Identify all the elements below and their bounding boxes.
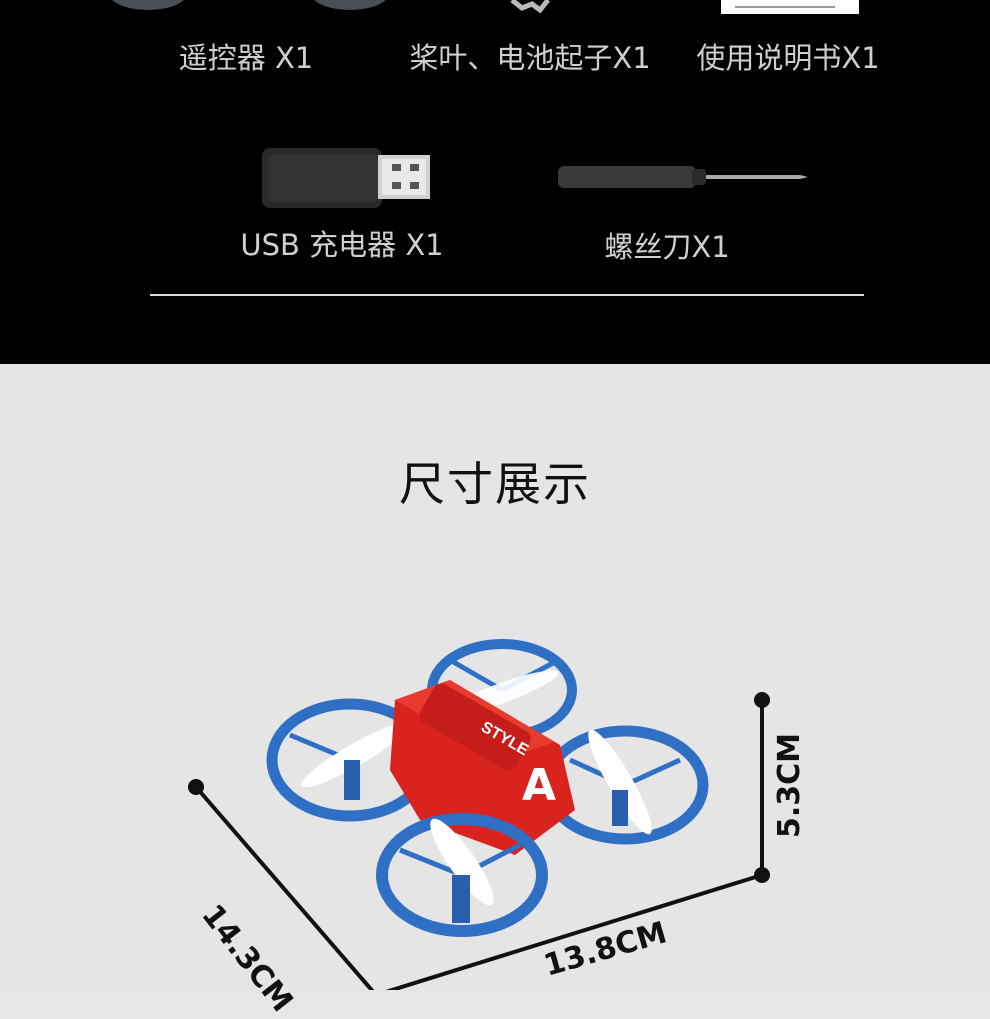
drone-logo-mark: A [522, 760, 556, 811]
accessories-panel: 遥控器 X1 桨叶、电池起子X1 使用说明书X1 USB 充电器 X1 螺丝刀X… [0, 0, 990, 364]
section-title: 尺寸展示 [399, 457, 591, 511]
remote-label: 遥控器 X1 [178, 41, 314, 75]
usb-charger [262, 148, 430, 208]
dimension-dot-right [754, 867, 770, 883]
drone-dimension-illustration: STYLE A [188, 639, 770, 990]
remote-joystick-right [314, 0, 386, 10]
screwdriver-label: 螺丝刀X1 [604, 230, 730, 264]
propeller-parts [510, 0, 550, 14]
propeller-label: 桨叶、电池起子X1 [409, 41, 651, 75]
dimension-dot-top [754, 692, 770, 708]
drone-body: STYLE A [390, 680, 575, 855]
remote-joystick-left [112, 0, 184, 10]
dimension-dot-left [188, 779, 204, 795]
size-section [0, 364, 990, 990]
usb-charger-label: USB 充电器 X1 [240, 228, 444, 262]
drone: STYLE A [266, 639, 709, 937]
height-dimension-label: 5.3CM [772, 732, 807, 838]
drone-guard-front [376, 813, 548, 937]
accessories-illustrations [112, 0, 859, 208]
drone-guard-right [541, 725, 709, 845]
section-divider [150, 294, 864, 296]
screwdriver [558, 166, 808, 188]
dimension-lines [194, 700, 764, 990]
manual-label: 使用说明书X1 [696, 41, 880, 75]
